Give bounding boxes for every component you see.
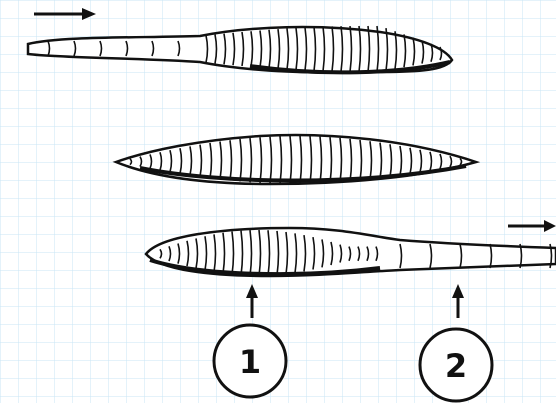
label-two-text: 2 [445,347,467,385]
label-marker-two: 2 [420,329,492,401]
label-one-text: 1 [239,343,261,381]
label-marker-one: 1 [214,325,286,397]
